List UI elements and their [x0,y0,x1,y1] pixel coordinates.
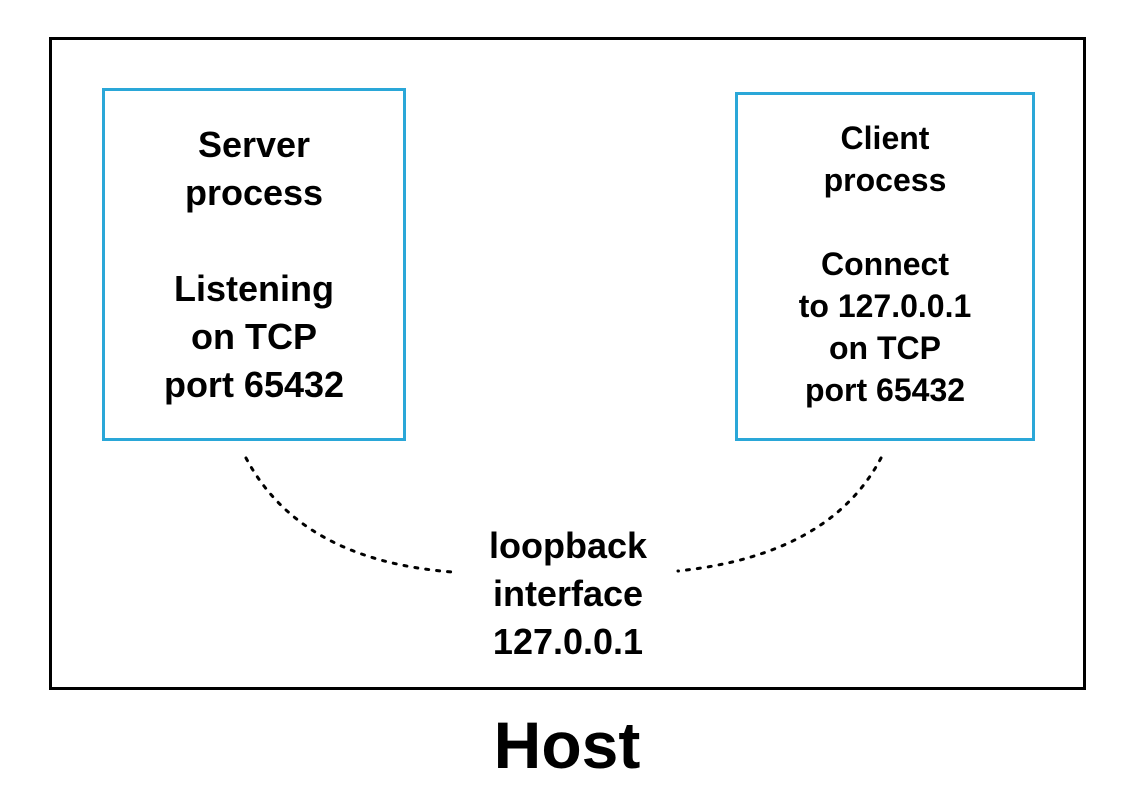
server-title-line2: process [184,172,324,213]
server-desc-line3: port 65432 [163,364,345,405]
loopback-interface-label: loopback interface 127.0.0.1 [440,522,696,666]
client-desc-line4: port 65432 [804,372,966,408]
client-desc-line3: on TCP [829,330,941,366]
loopback-line3: 127.0.0.1 [492,621,644,662]
client-process-box: Client process Connect to 127.0.0.1 on T… [735,92,1035,441]
client-title-line1: Client [840,120,930,156]
host-label: Host [493,708,641,782]
host-frame [49,37,1086,690]
server-desc-line1: Listening [174,268,334,309]
server-process-box: Server process Listening on TCP port 654… [102,88,406,441]
client-desc-line1: Connect [821,246,949,282]
server-title-line1: Server [197,124,311,165]
server-desc-line2: on TCP [191,316,317,357]
loopback-line1: loopback [488,525,648,566]
client-title-line2: process [823,162,947,198]
client-desc-line2: to 127.0.0.1 [798,288,972,324]
loopback-line2: interface [492,573,644,614]
